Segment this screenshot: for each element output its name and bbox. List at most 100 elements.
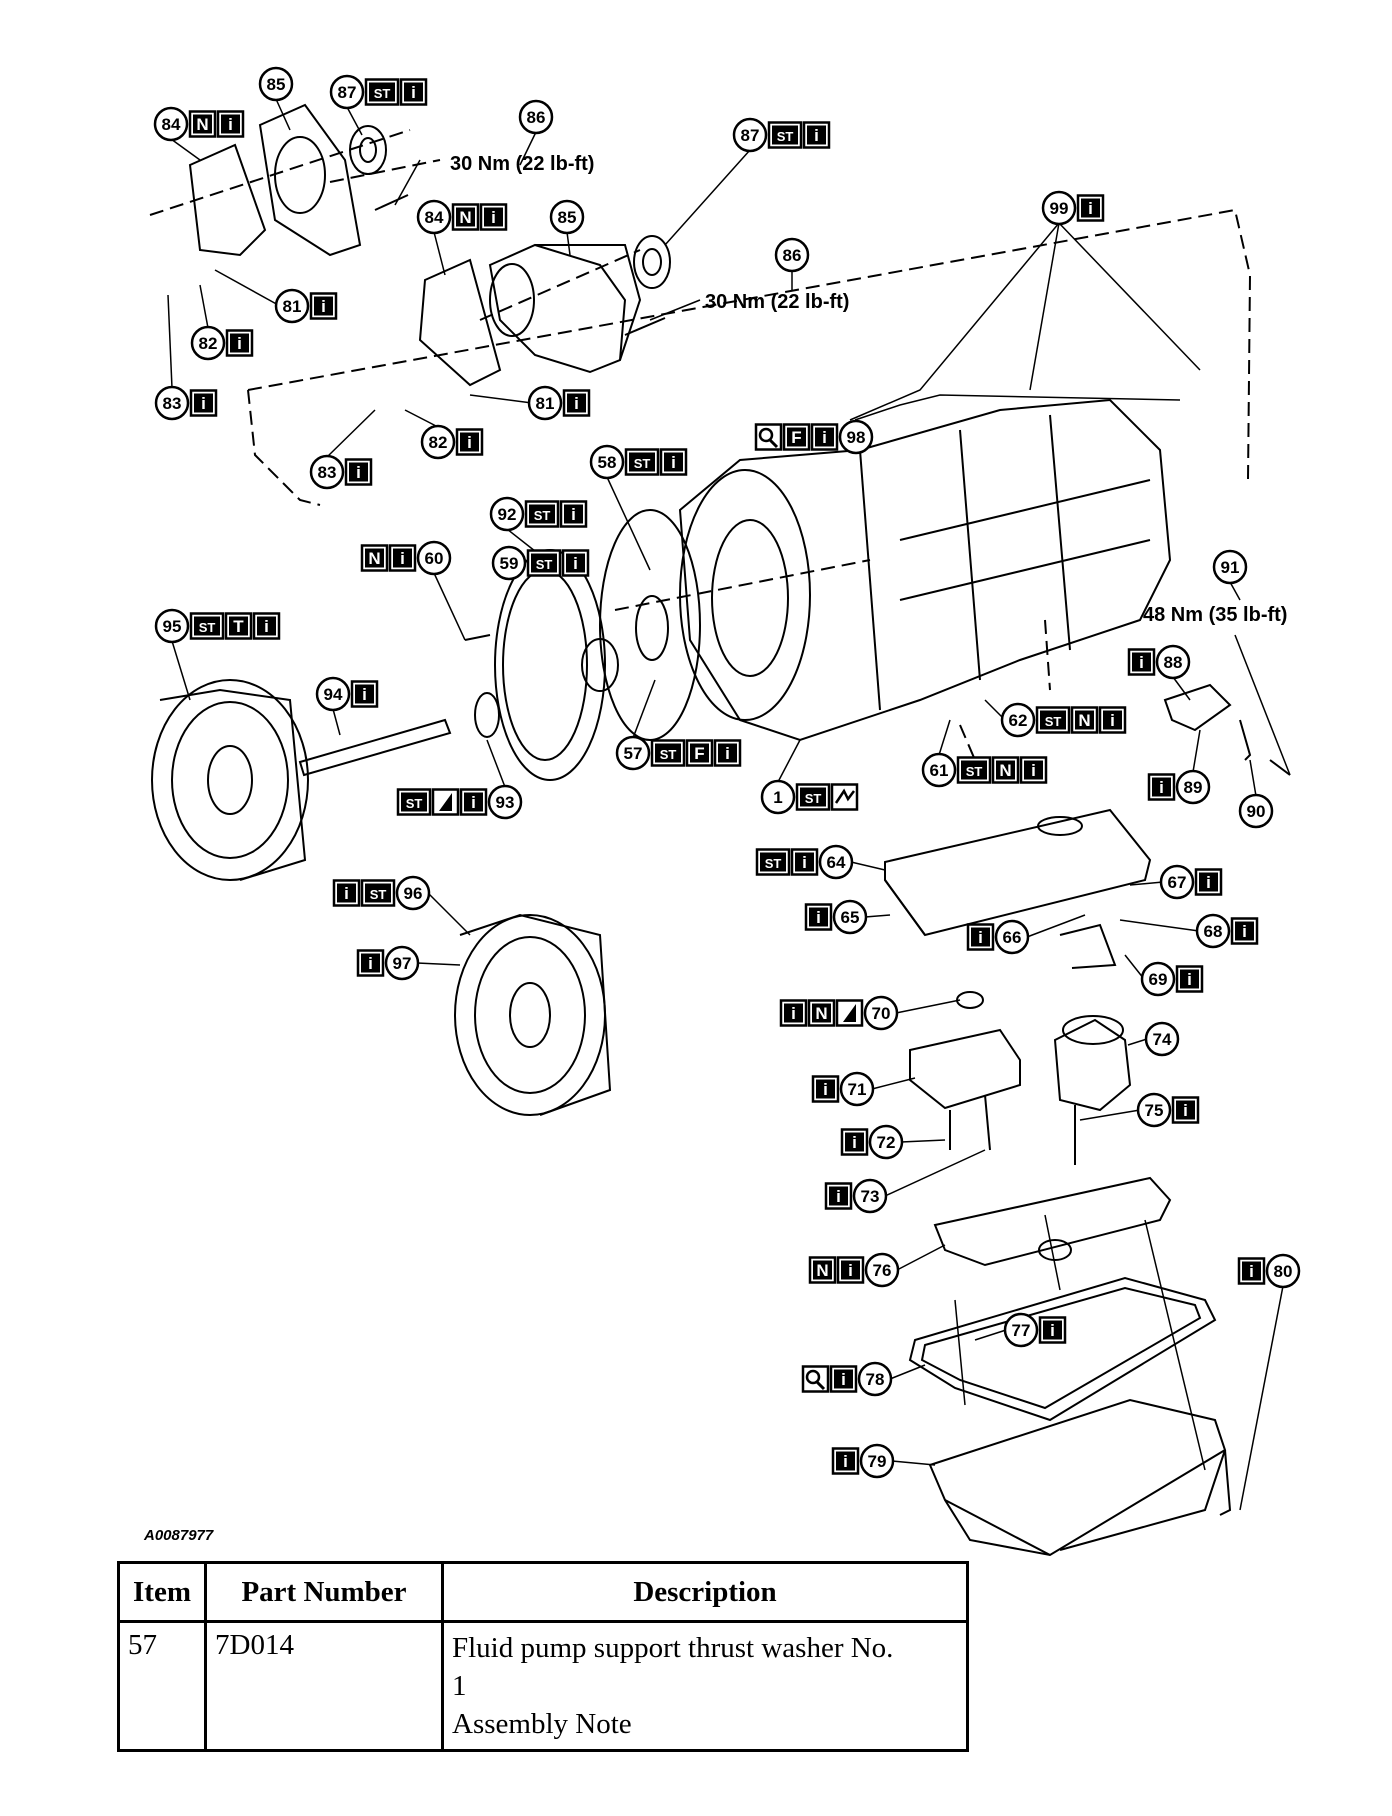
callout-number: 91: [1221, 558, 1240, 577]
manual-lever-bracket: [1163, 683, 1291, 776]
callout-91: 91: [1212, 549, 1248, 585]
info-symbol-icon: i: [779, 999, 808, 1027]
inspect-magnifier-icon: [801, 1365, 830, 1393]
header-description: Description: [441, 1561, 969, 1623]
svg-text:N: N: [368, 549, 380, 568]
leader-lines: [167, 98, 1291, 1511]
callout-95: 95: [154, 608, 190, 644]
callout-59: 59: [491, 545, 527, 581]
torque-spec-86-lower: 30 Nm (22 lb-ft): [705, 291, 849, 313]
table-header-row: Item Part Number Description: [117, 1561, 969, 1623]
svg-text:ST: ST: [536, 557, 553, 572]
info-symbol-icon: i: [1171, 1096, 1200, 1124]
special-tool-symbol-icon: ST: [189, 612, 225, 640]
header-part-number: Part Number: [204, 1561, 444, 1623]
fluid-symbol-icon: F: [685, 739, 714, 767]
callout-83: 83: [309, 454, 345, 490]
lubricate-symbol-icon: [835, 999, 864, 1027]
callout-number: 62: [1009, 711, 1028, 730]
svg-text:i: i: [362, 685, 367, 704]
fluid-pan: [928, 1398, 1232, 1557]
callout-number: 64: [827, 853, 846, 872]
svg-text:i: i: [823, 1080, 828, 1099]
exploded-transmission-diagram: 8584Ni87STi8687STi84Ni858699i81i82i83i81…: [143, 66, 1301, 1557]
svg-text:i: i: [356, 463, 361, 482]
new-part-symbol-icon: N: [808, 1256, 837, 1284]
callout-number: 82: [199, 334, 218, 353]
tool-repair-symbol-icon: [830, 783, 859, 811]
cell-item: 57: [117, 1620, 207, 1752]
info-symbol-icon: i: [399, 78, 428, 106]
lubricate-symbol-icon: [431, 788, 460, 816]
callout-number: 73: [861, 1187, 880, 1206]
callout-number: 94: [324, 685, 343, 704]
inspect-magnifier-icon: [754, 423, 783, 451]
callout-number: 71: [848, 1080, 867, 1099]
info-symbol-icon: i: [1098, 706, 1127, 734]
svg-text:N: N: [196, 115, 208, 134]
info-symbol-icon: i: [804, 903, 833, 931]
callout-number: 85: [267, 75, 286, 94]
svg-text:i: i: [1206, 873, 1211, 892]
info-symbol-icon: i: [455, 428, 484, 456]
callout-76: 76: [864, 1252, 900, 1288]
info-symbol-icon: i: [1175, 965, 1204, 993]
svg-text:i: i: [848, 1261, 853, 1280]
callout-number: 65: [841, 908, 860, 927]
svg-text:i: i: [491, 208, 496, 227]
info-symbol-icon: i: [1194, 868, 1223, 896]
svg-text:i: i: [814, 126, 819, 145]
info-symbol-icon: i: [309, 292, 338, 320]
svg-text:i: i: [471, 793, 476, 812]
svg-text:i: i: [201, 394, 206, 413]
callout-88: 88: [1155, 644, 1191, 680]
callout-72: 72: [868, 1124, 904, 1160]
svg-text:ST: ST: [805, 791, 822, 806]
svg-text:N: N: [815, 1004, 827, 1023]
svg-text:T: T: [233, 617, 244, 636]
callout-number: 59: [500, 554, 519, 573]
callout-number: 86: [783, 246, 802, 265]
new-part-symbol-icon: N: [807, 999, 836, 1027]
info-symbol-icon: i: [840, 1128, 869, 1156]
svg-text:i: i: [467, 433, 472, 452]
callout-number: 93: [496, 793, 515, 812]
callout-number: 70: [872, 1004, 891, 1023]
svg-text:N: N: [999, 761, 1011, 780]
torque-symbol-icon: T: [224, 612, 253, 640]
wire-harness: [1059, 923, 1117, 969]
drawing-id: A0087977: [143, 1527, 214, 1544]
callout-number: 99: [1050, 199, 1069, 218]
cell-part-number: 7D014: [204, 1620, 444, 1752]
transmission-case: [678, 398, 1172, 742]
assembly-axis-lines: [149, 129, 1252, 761]
new-part-symbol-icon: N: [188, 110, 217, 138]
callout-number: 67: [1168, 873, 1187, 892]
extension-housing-upper: [188, 103, 409, 257]
callout-99: 99: [1041, 190, 1077, 226]
callout-number: 72: [877, 1133, 896, 1152]
callout-number: 61: [930, 761, 949, 780]
special-tool-symbol-icon: ST: [755, 848, 791, 876]
info-symbol-icon: i: [332, 879, 361, 907]
callout-65: 65: [832, 899, 868, 935]
callout-number: 57: [624, 744, 643, 763]
new-part-symbol-icon: N: [360, 544, 389, 572]
svg-text:i: i: [816, 908, 821, 927]
callout-number: 58: [598, 453, 617, 472]
callout-number: 76: [873, 1261, 892, 1280]
info-symbol-icon: i: [811, 1075, 840, 1103]
torque-spec-86-upper: 30 Nm (22 lb-ft): [450, 153, 594, 175]
svg-text:i: i: [1110, 711, 1115, 730]
cell-description: Fluid pump support thrust washer No. 1 A…: [441, 1620, 969, 1752]
callout-84: 84: [153, 106, 189, 142]
svg-text:ST: ST: [777, 129, 794, 144]
svg-text:i: i: [264, 617, 269, 636]
info-symbol-icon: i: [836, 1256, 865, 1284]
info-symbol-icon: i: [1019, 756, 1048, 784]
info-symbol-icon: i: [459, 788, 488, 816]
info-symbol-icon: i: [829, 1365, 858, 1393]
svg-text:i: i: [411, 83, 416, 102]
svg-text:i: i: [571, 505, 576, 524]
svg-text:ST: ST: [765, 856, 782, 871]
